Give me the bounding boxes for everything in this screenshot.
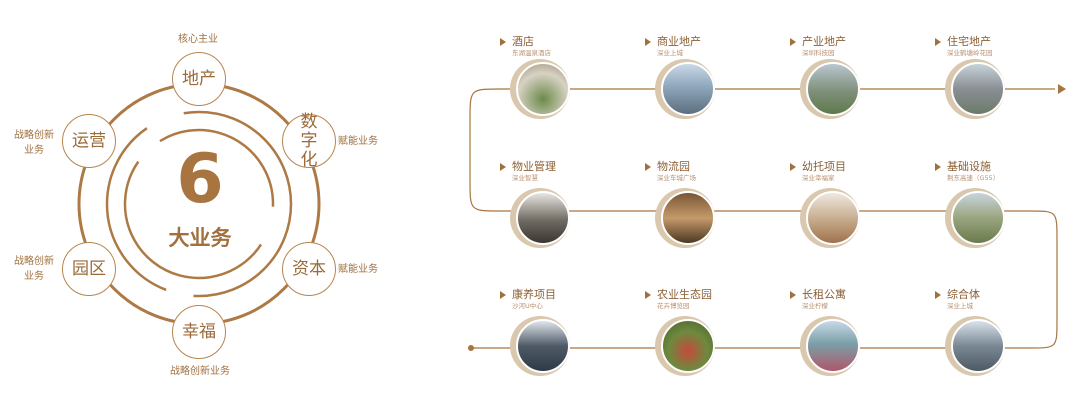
node-note: 赋能业务	[338, 136, 378, 147]
business-title: 幼托项目	[802, 160, 846, 173]
business-photo	[800, 188, 860, 248]
business-title: 物流园	[657, 160, 690, 173]
business-photo	[800, 59, 860, 119]
business-subtitle: 深业柠檬	[802, 302, 828, 310]
triangle-bullet-icon	[935, 291, 941, 299]
business-subtitle: 荆东高速（G55）	[947, 174, 1000, 182]
path-end-dot	[468, 345, 474, 351]
business-photo	[655, 59, 715, 119]
business-photo	[655, 188, 715, 248]
business-photo	[510, 316, 570, 376]
photo-image	[806, 319, 860, 373]
node-note: 战略创新业务	[14, 256, 54, 282]
node-note: 战略创新业务	[14, 130, 54, 156]
photo-image	[661, 191, 715, 245]
business-subtitle: 深业上城	[947, 302, 973, 310]
node-real-estate: 地产	[172, 52, 226, 106]
triangle-bullet-icon	[500, 38, 506, 46]
node-park: 园区	[62, 242, 116, 296]
node-operation: 运营	[62, 114, 116, 168]
photo-image	[516, 319, 570, 373]
node-note: 赋能业务	[338, 264, 378, 275]
arrow-icon	[1058, 84, 1066, 94]
center-number: 6	[176, 140, 224, 219]
business-title: 综合体	[947, 288, 980, 301]
business-subtitle: 东湖温泉酒店	[512, 49, 551, 57]
triangle-bullet-icon	[790, 291, 796, 299]
business-subtitle: 深业幸福家	[802, 174, 835, 182]
triangle-bullet-icon	[645, 291, 651, 299]
business-title: 康养项目	[512, 288, 556, 301]
business-subtitle: 深业鹤塘岭花园	[947, 49, 993, 57]
node-capital: 资本	[282, 242, 336, 296]
triangle-bullet-icon	[935, 38, 941, 46]
triangle-bullet-icon	[500, 291, 506, 299]
business-subtitle: 深业智慧	[512, 174, 538, 182]
photo-image	[661, 319, 715, 373]
photo-image	[516, 191, 570, 245]
triangle-bullet-icon	[935, 163, 941, 171]
timeline-path	[469, 88, 1058, 349]
triangle-bullet-icon	[645, 163, 651, 171]
photo-image	[661, 62, 715, 116]
business-photo	[945, 316, 1005, 376]
node-note: 战略创新业务	[170, 366, 230, 377]
business-title: 长租公寓	[802, 288, 846, 301]
triangle-bullet-icon	[790, 163, 796, 171]
triangle-bullet-icon	[790, 38, 796, 46]
photo-image	[951, 319, 1005, 373]
business-subtitle: 深圳科技园	[802, 49, 835, 57]
business-subtitle: 沙河U中心	[512, 302, 543, 310]
business-title: 农业生态园	[657, 288, 712, 301]
business-title: 物业管理	[512, 160, 556, 173]
photo-image	[951, 62, 1005, 116]
business-photo	[510, 59, 570, 119]
photo-image	[806, 191, 860, 245]
middle-arc	[105, 110, 293, 298]
business-photo	[800, 316, 860, 376]
inner-arc	[123, 128, 275, 280]
node-happiness: 幸福	[172, 305, 226, 359]
photo-image	[951, 191, 1005, 245]
business-title: 住宅地产	[947, 35, 991, 48]
business-subtitle: 花卉博览园	[657, 302, 690, 310]
business-photo	[510, 188, 570, 248]
business-subtitle: 深业上城	[657, 49, 683, 57]
triangle-bullet-icon	[645, 38, 651, 46]
photo-image	[806, 62, 860, 116]
business-photo	[655, 316, 715, 376]
center-label: 大业务	[168, 226, 232, 250]
node-note: 核心主业	[178, 34, 218, 45]
business-title: 酒店	[512, 35, 534, 48]
business-photo	[945, 188, 1005, 248]
business-photo	[945, 59, 1005, 119]
business-subtitle: 深业车城广场	[657, 174, 696, 182]
business-title: 基础设施	[947, 160, 991, 173]
node-digital: 数字化	[282, 112, 336, 169]
business-title: 商业地产	[657, 35, 701, 48]
triangle-bullet-icon	[500, 163, 506, 171]
photo-image	[516, 62, 570, 116]
business-title: 产业地产	[802, 35, 846, 48]
